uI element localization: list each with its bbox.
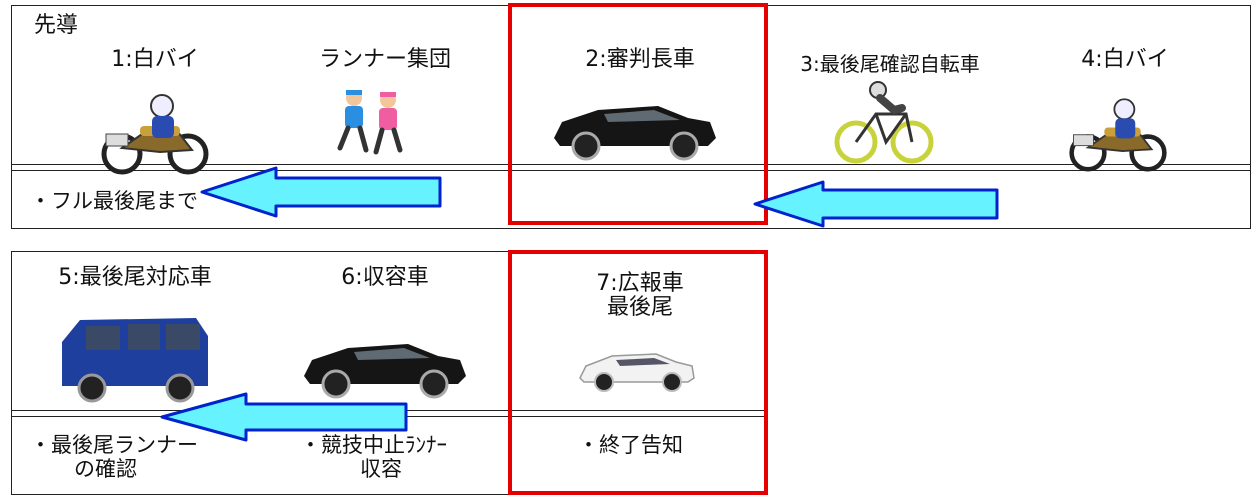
slot5-note-line1: ・最後尾ランナー — [30, 433, 198, 457]
slot3-label: 3:最後尾確認自転車 — [800, 52, 980, 76]
row1-note: ・フル最後尾まで — [30, 189, 198, 213]
highlight-box-slot2 — [508, 3, 768, 225]
arrow-left-icon — [160, 392, 408, 442]
police-motorcycle-icon — [1069, 98, 1167, 172]
slot6-note-line1: ・競技中止ﾗﾝﾅｰ — [300, 433, 447, 457]
slot4-label: 4:白バイ — [1081, 47, 1169, 72]
highlight-box-slot7 — [508, 250, 768, 495]
police-motorcycle-icon — [101, 94, 209, 175]
slot1-label: 1:白バイ — [111, 47, 199, 72]
arrow-left-icon — [753, 180, 999, 228]
slot-runners-label: ランナー集団 — [318, 47, 451, 72]
blue-kei-van-icon — [62, 318, 208, 403]
slot6-note-line2: 収容 — [360, 457, 402, 481]
slot7-label-line1: 7:広報車 — [596, 271, 684, 296]
lead-label: 先導 — [34, 13, 79, 38]
slot7-label-line2: 最後尾 — [606, 295, 673, 320]
slot5-note-line2: の確認 — [74, 457, 137, 481]
black-suv-icon — [554, 106, 716, 161]
cyclist-icon — [834, 81, 934, 164]
black-suv-icon — [304, 344, 466, 399]
slot7-note: ・終了告知 — [578, 433, 683, 457]
white-suv-icon — [579, 353, 695, 392]
row1-road-line-top — [11, 164, 1251, 165]
slot2-label: 2:審判長車 — [585, 47, 695, 72]
row1-road-line-bottom — [11, 170, 1251, 171]
slot5-label: 5:最後尾対応車 — [58, 265, 212, 290]
arrow-left-icon — [200, 166, 442, 218]
runners-icon — [337, 90, 403, 155]
slot6-label: 6:収容車 — [341, 265, 429, 290]
